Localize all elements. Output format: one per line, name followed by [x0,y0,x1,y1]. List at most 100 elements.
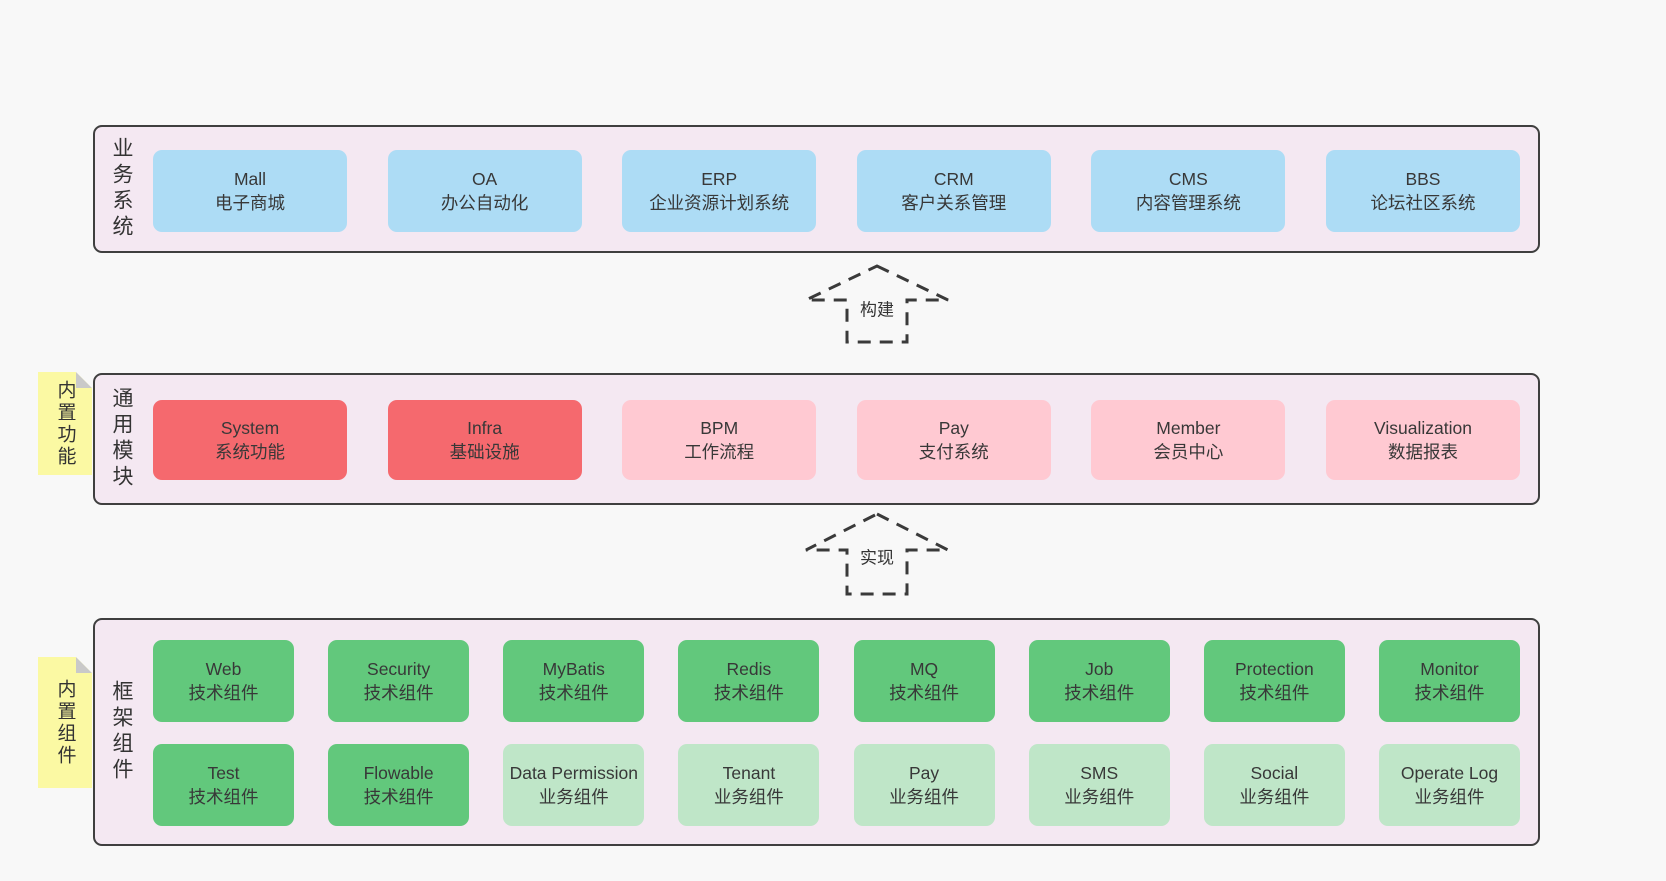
module-box-tenant: Tenant 业务组件 [678,744,820,826]
module-name: Test [207,762,240,783]
module-box-bpm: BPM 工作流程 [622,400,817,480]
band-label-common-modules: 通用模块 [110,387,133,491]
module-desc: 内容管理系统 [1135,193,1241,213]
folded-corner-icon [76,372,92,388]
module-box-mybatis: MyBatis 技术组件 [503,640,645,722]
module-name: OA [471,168,498,189]
module-desc: 技术组件 [1064,683,1135,703]
module-desc: 技术组件 [1239,683,1310,703]
module-desc: 办公自动化 [440,193,529,213]
module-desc: 系统功能 [215,442,285,462]
module-box-system: System 系统功能 [153,400,347,480]
module-name: Pay [938,417,969,438]
module-desc: 支付系统 [918,442,989,462]
band-label-business-systems: 业务系统 [110,137,133,241]
module-name: SMS [1080,762,1119,783]
module-name: ERP [701,168,738,189]
module-name: Protection [1234,658,1314,679]
module-name: Visualization [1374,417,1472,438]
module-desc: 工作流程 [684,442,755,462]
sticky-note-label: 内置功能 [54,379,76,468]
sticky-note-built-in-components: 内置组件 [38,657,92,788]
module-name: Operate Log [1400,762,1499,783]
band-label-framework-components: 框架组件 [110,680,133,784]
module-desc: 技术组件 [1414,683,1485,703]
module-name: Member [1156,417,1221,438]
module-name: Monitor [1420,658,1479,679]
module-box-bbs: BBS 论坛社区系统 [1325,150,1520,232]
module-name: Security [367,658,431,679]
module-name: Tenant [722,762,776,783]
module-box-flowable: Flowable 技术组件 [328,744,470,826]
module-desc: 数据报表 [1387,442,1458,462]
arrow-build: 构建 [802,264,952,344]
module-box-data-permission: Data Permission 业务组件 [503,744,645,826]
module-name: Mall [233,168,267,189]
module-desc: 业务组件 [1239,787,1310,807]
module-box-member: Member 会员中心 [1091,400,1286,480]
module-desc: 会员中心 [1153,442,1224,462]
module-name: Infra [467,417,503,438]
arrow-implement: 实现 [802,512,952,596]
module-desc: 企业资源计划系统 [649,193,790,213]
module-desc: 客户关系管理 [901,193,1007,213]
module-box-monitor: Monitor 技术组件 [1378,640,1520,722]
module-desc: 电子商城 [215,193,285,213]
module-desc: 技术组件 [538,683,609,703]
module-desc: 技术组件 [713,683,784,703]
module-name: Social [1250,762,1299,783]
module-desc: 技术组件 [188,683,259,703]
module-box-mq: MQ 技术组件 [853,640,995,722]
module-name: System [220,417,280,438]
module-name: BPM [700,417,739,438]
module-box-mall: Mall 电子商城 [153,150,347,232]
band-business-systems: 业务系统 Mall 电子商城 OA 办公自动化 ERP 企业资源计划系统 CRM 客户关系管理… [93,125,1540,253]
module-desc: 技术组件 [363,787,434,807]
module-box-operate-log: Operate Log 业务组件 [1378,744,1520,826]
module-box-web: Web 技术组件 [153,640,294,722]
common-modules-row: System 系统功能 Infra 基础设施 BPM 工作流程 Pay 支付系统 Member 会… [153,400,1520,480]
module-name: CRM [933,168,974,189]
sticky-note-built-in-features: 内置功能 [38,372,92,475]
module-box-infra: Infra 基础设施 [387,400,582,480]
module-desc: 业务组件 [713,787,784,807]
module-name: Data Permission [509,762,638,783]
module-name: MQ [909,658,939,679]
module-name: BBS [1405,168,1441,189]
module-box-cms: CMS 内容管理系统 [1091,150,1286,232]
module-desc: 技术组件 [889,683,960,703]
module-box-redis: Redis 技术组件 [678,640,820,722]
module-name: Flowable [363,762,434,783]
module-desc: 业务组件 [538,787,609,807]
module-desc: 论坛社区系统 [1370,193,1476,213]
arrow-build-label: 构建 [855,294,899,322]
sticky-note-label: 内置组件 [54,678,76,767]
business-systems-row: Mall 电子商城 OA 办公自动化 ERP 企业资源计划系统 CRM 客户关系管理 CMS 内容… [153,150,1520,232]
module-desc: 业务组件 [889,787,960,807]
band-common-modules: 通用模块 System 系统功能 Infra 基础设施 BPM 工作流程 Pay 支付系统 Me… [93,373,1540,505]
module-desc: 技术组件 [363,683,434,703]
module-desc: 基础设施 [449,442,520,462]
module-box-crm: CRM 客户关系管理 [856,150,1051,232]
module-box-social: Social 业务组件 [1203,744,1345,826]
module-box-erp: ERP 企业资源计划系统 [622,150,817,232]
module-box-sms: SMS 业务组件 [1028,744,1170,826]
module-box-security: Security 技术组件 [328,640,470,722]
module-box-protection: Protection 技术组件 [1203,640,1345,722]
module-box-job: Job 技术组件 [1028,640,1170,722]
module-name: Job [1085,658,1114,679]
module-desc: 业务组件 [1414,787,1485,807]
module-name: Web [205,658,242,679]
module-name: Redis [726,658,772,679]
module-name: MyBatis [542,658,605,679]
module-desc: 业务组件 [1064,787,1135,807]
module-desc: 技术组件 [188,787,259,807]
module-name: CMS [1168,168,1208,189]
module-box-visualization: Visualization 数据报表 [1325,400,1520,480]
module-box-pay: Pay 支付系统 [856,400,1051,480]
arrow-implement-label: 实现 [855,542,899,570]
